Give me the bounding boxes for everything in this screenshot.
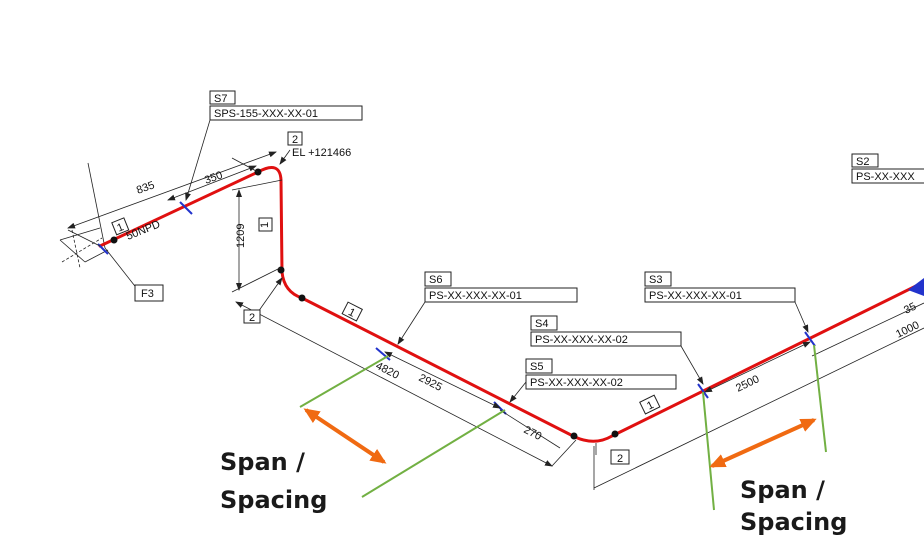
- span-label-right-2: Spacing: [740, 508, 847, 536]
- svg-text:PS-XX-XXX-XX-02: PS-XX-XXX-XX-02: [530, 377, 623, 389]
- node-tag-center-box: [610, 449, 630, 465]
- support-callout-s3: S3 PS-XX-XXX-XX-01: [644, 271, 809, 333]
- dim-350: 350: [203, 169, 224, 187]
- svg-text:1: 1: [346, 306, 357, 319]
- support-callout-s7: S7 SPS-155-XXX-XX-01: [185, 90, 363, 201]
- segment-tag-1d: 1: [639, 394, 661, 415]
- flange-tag-box: [134, 284, 164, 302]
- svg-text:S3: S3: [649, 274, 662, 286]
- svg-text:S6: S6: [429, 274, 442, 286]
- support-callout-s2: S2 PS-XX-XXX: [851, 153, 924, 184]
- svg-text:1: 1: [645, 399, 656, 412]
- span-arrow-left: [303, 408, 387, 464]
- pipe-size-label: 50NPD: [125, 218, 162, 242]
- elevation-label: EL +121466: [292, 147, 351, 159]
- node-tag-top-box: [287, 131, 303, 146]
- svg-text:S4: S4: [535, 318, 548, 330]
- dim-2925: 2925: [417, 372, 444, 394]
- segment-tag-1b: 1: [258, 217, 273, 232]
- dim-270: 270: [522, 424, 544, 443]
- svg-text:1: 1: [115, 221, 125, 234]
- svg-text:1: 1: [259, 222, 271, 228]
- segment-tag-1a: 1: [111, 217, 130, 236]
- dim-35: 35: [902, 301, 918, 317]
- node-tag-left: 2: [249, 312, 255, 324]
- span-lines-right: [702, 344, 827, 511]
- dim-1209: 1209: [235, 224, 247, 248]
- svg-text:PS-XX-XXX-XX-01: PS-XX-XXX-XX-01: [649, 290, 742, 302]
- dim-4820: 4820: [374, 360, 401, 382]
- span-label-left-2: Spacing: [220, 486, 327, 514]
- svg-text:PS-XX-XXX-XX-01: PS-XX-XXX-XX-01: [429, 290, 522, 302]
- span-label-left-1: Span /: [220, 448, 305, 476]
- pipe-route: [98, 166, 924, 443]
- flow-arrow-icon: [908, 278, 924, 296]
- svg-text:PS-XX-XXX-XX-02: PS-XX-XXX-XX-02: [535, 334, 628, 346]
- svg-text:SPS-155-XXX-XX-01: SPS-155-XXX-XX-01: [214, 108, 318, 120]
- node-tag-top: 2: [292, 134, 298, 146]
- support-callout-s5: S5 PS-XX-XXX-XX-02: [509, 358, 677, 403]
- svg-text:S7: S7: [214, 93, 227, 105]
- flange-tag: F3: [141, 288, 154, 300]
- span-label-right-1: Span /: [740, 476, 825, 504]
- svg-text:S5: S5: [530, 361, 543, 373]
- span-arrow-right: [709, 418, 817, 468]
- support-marks: [97, 201, 816, 415]
- span-lines-left: [299, 355, 506, 498]
- svg-text:S2: S2: [856, 156, 869, 168]
- svg-text:PS-XX-XXX: PS-XX-XXX: [856, 171, 915, 183]
- node-tag-left-box: [243, 309, 261, 324]
- node-tag-center: 2: [617, 453, 623, 465]
- segment-tag-1c: 1: [341, 301, 363, 322]
- dim-835: 835: [135, 179, 156, 197]
- support-callout-s4: S4 PS-XX-XXX-XX-02: [530, 315, 704, 385]
- dim-1000: 1000: [894, 319, 921, 341]
- support-callout-s6: S6 PS-XX-XXX-XX-01: [397, 271, 578, 345]
